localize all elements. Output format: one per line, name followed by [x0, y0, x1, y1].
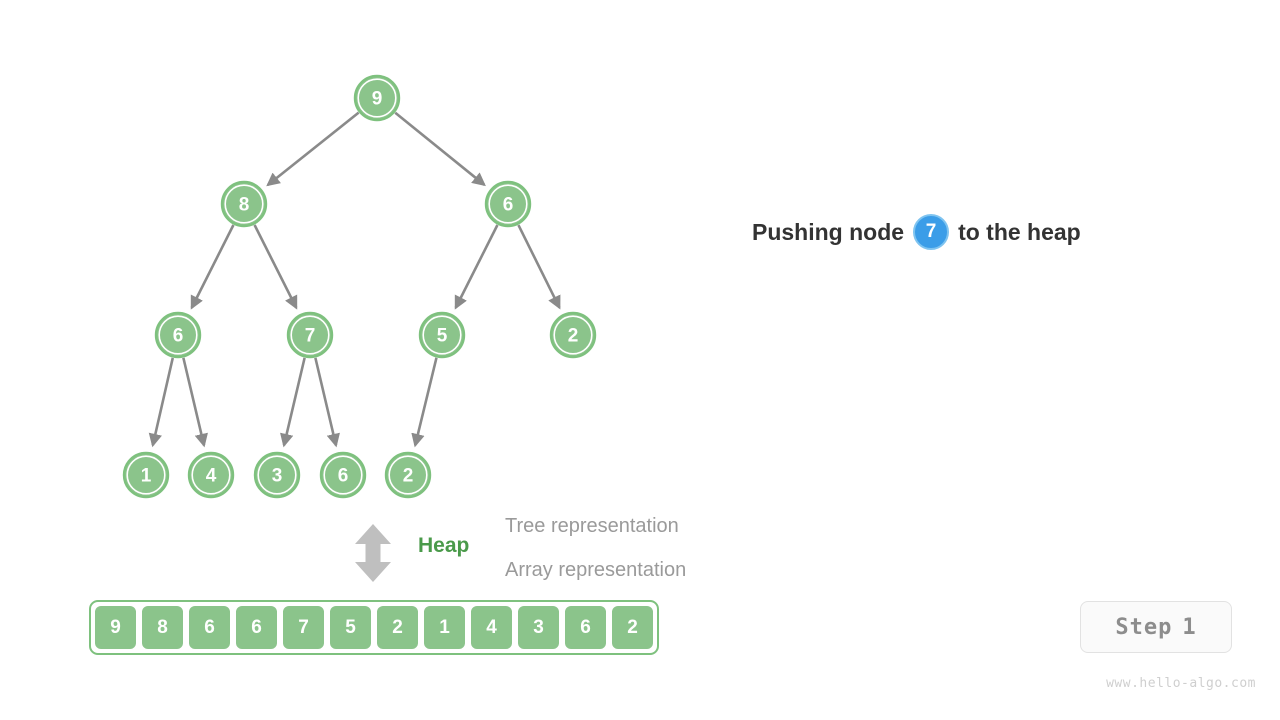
tree-node-inner-ring: [224, 184, 264, 224]
tree-node-value: 9: [372, 89, 383, 110]
tree-edge: [253, 224, 298, 310]
tree-node-inner-ring: [257, 455, 297, 495]
array-cell: 6: [235, 605, 278, 650]
tree-node-value: 5: [437, 326, 448, 347]
heap-label: Heap: [418, 534, 470, 557]
tree-node-value: 6: [503, 195, 514, 216]
step-label: Step: [1115, 614, 1173, 640]
array-cell: 5: [329, 605, 372, 650]
watermark: www.hello-algo.com: [1106, 676, 1256, 691]
tree-node-value: 6: [338, 466, 349, 487]
representation-legend: Heap Tree representation Array represent…: [352, 512, 752, 592]
tree-node-inner-ring: [290, 315, 330, 355]
tree-node: 6: [154, 311, 202, 359]
array-cell: 8: [141, 605, 184, 650]
tree-node: 9: [353, 74, 401, 122]
tree-node-value: 7: [305, 326, 316, 347]
tree-node-inner-ring: [126, 455, 166, 495]
tree-edge: [314, 357, 340, 448]
tree-node-value: 6: [173, 326, 184, 347]
array-cell: 4: [470, 605, 513, 650]
tree-edge-layer: [148, 111, 561, 448]
tree-node-layer: 9 8 6 6 7 5 2 1 4 3 6 2: [122, 74, 597, 499]
operation-caption: Pushing node 7 to the heap: [752, 214, 1081, 250]
tree-node-value: 3: [272, 466, 283, 487]
tree-node: 8: [220, 180, 268, 228]
tree-edge: [411, 357, 438, 448]
array-cell: 2: [376, 605, 419, 650]
double-vertical-arrow-icon: [355, 524, 391, 582]
tree-node-inner-ring: [488, 184, 528, 224]
tree-edge: [517, 224, 561, 310]
tree-node: 6: [484, 180, 532, 228]
array-cell: 3: [517, 605, 560, 650]
tree-node: 5: [418, 311, 466, 359]
tree-node-inner-ring: [323, 455, 363, 495]
tree-edge: [394, 111, 486, 187]
tree-node-value: 1: [141, 466, 152, 487]
array-cell: 7: [282, 605, 325, 650]
array-cell: 2: [611, 605, 654, 650]
array-cell: 9: [94, 605, 137, 650]
tree-edge: [454, 224, 499, 310]
tree-node-inner-ring: [191, 455, 231, 495]
caption-prefix: Pushing node: [752, 218, 905, 245]
array-cell: 6: [188, 605, 231, 650]
tree-edge: [148, 357, 175, 448]
step-number: 1: [1182, 614, 1197, 640]
tree-node-inner-ring: [357, 78, 397, 118]
tree-representation-label: Tree representation: [505, 515, 679, 537]
tree-node-value: 2: [403, 466, 414, 487]
array-cell: 6: [564, 605, 607, 650]
tree-node-inner-ring: [422, 315, 462, 355]
tree-node: 2: [549, 311, 597, 359]
tree-node: 7: [286, 311, 334, 359]
tree-node-value: 4: [206, 466, 217, 487]
pushed-node-badge: 7: [913, 214, 950, 250]
tree-edge: [266, 111, 360, 187]
tree-node-value: 8: [239, 195, 250, 216]
array-cell: 1: [423, 605, 466, 650]
tree-node: 2: [384, 451, 432, 499]
tree-node: 3: [253, 451, 301, 499]
tree-edge: [190, 224, 235, 310]
tree-edge: [280, 357, 306, 448]
tree-node-inner-ring: [388, 455, 428, 495]
caption-suffix: to the heap: [958, 218, 1081, 245]
tree-node: 6: [319, 451, 367, 499]
tree-node: 1: [122, 451, 170, 499]
tree-node-inner-ring: [158, 315, 198, 355]
array-representation-label: Array representation: [505, 559, 687, 581]
tree-node-value: 2: [568, 326, 579, 347]
tree-edge: [182, 357, 208, 448]
tree-node: 4: [187, 451, 235, 499]
step-badge: Step 1: [1080, 601, 1232, 653]
tree-node-inner-ring: [553, 315, 593, 355]
